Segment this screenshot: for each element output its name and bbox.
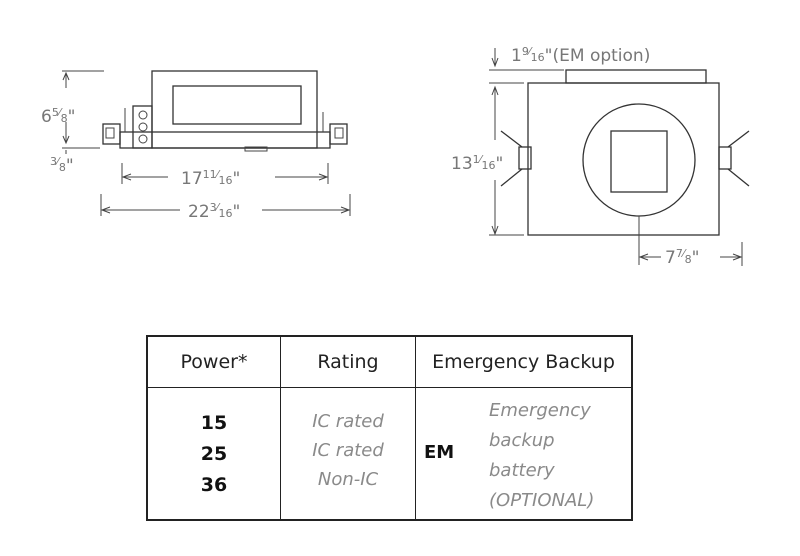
housing-window — [172, 85, 302, 125]
header-power: Power* — [146, 335, 281, 388]
right-bracket-clip — [334, 127, 344, 139]
housing-body — [151, 70, 318, 149]
power-value: 36 — [200, 474, 228, 496]
em-description: Emergency backup battery (OPTIONAL) — [489, 396, 594, 516]
rating-cell: IC rated IC rated Non-IC — [280, 387, 416, 521]
rating-value: IC rated — [312, 411, 384, 432]
em-module — [565, 69, 707, 84]
power-value: 15 — [200, 412, 228, 434]
aperture-square — [610, 130, 668, 193]
table-header-row: Power* Rating Emergency Backup — [146, 335, 633, 388]
rating-value: Non-IC — [317, 469, 379, 490]
height-label: 65⁄8" — [41, 106, 76, 127]
right-bracket — [329, 123, 348, 145]
left-clip — [518, 146, 532, 170]
right-clip — [718, 146, 732, 170]
emergency-cell: EM Emergency backup battery (OPTIONAL) — [415, 387, 633, 521]
plan-view — [489, 48, 750, 266]
junction-box — [132, 105, 153, 149]
spec-table: Power* Rating Emergency Backup 15 25 36 … — [146, 335, 633, 521]
em-description-line: battery — [489, 460, 555, 481]
aperture-circle — [582, 103, 696, 217]
power-value: 25 — [200, 443, 228, 465]
power-cell: 15 25 36 — [146, 387, 281, 521]
table-row: 15 25 36 IC rated IC rated Non-IC EM Eme… — [146, 387, 633, 521]
em-code: EM — [424, 442, 455, 463]
knockout — [138, 110, 148, 120]
trim-lip — [244, 146, 268, 152]
header-rating: Rating — [280, 335, 416, 388]
knockout — [138, 122, 148, 132]
flange-label: 3⁄8" — [50, 155, 74, 176]
em-description-line: (OPTIONAL) — [489, 490, 595, 511]
overall-width-label: 223⁄16" — [188, 201, 240, 222]
dimension-drawing: 65⁄8" 3⁄8" 1711⁄16" 223⁄16" — [41, 45, 750, 268]
left-bracket — [102, 123, 121, 145]
knockout — [138, 134, 148, 144]
em-description-line: backup — [489, 430, 555, 451]
em-description-line: Emergency — [489, 400, 591, 421]
inner-width-label: 1711⁄16" — [181, 168, 240, 189]
left-bracket-clip — [105, 127, 115, 139]
front-view — [62, 70, 351, 216]
rating-value: IC rated — [312, 440, 384, 461]
length-label: 131⁄16" — [451, 153, 503, 174]
header-emergency: Emergency Backup — [415, 335, 633, 388]
em-depth-label: 19⁄16"(EM option) — [511, 45, 650, 66]
offset-label: 77⁄8" — [665, 247, 700, 268]
